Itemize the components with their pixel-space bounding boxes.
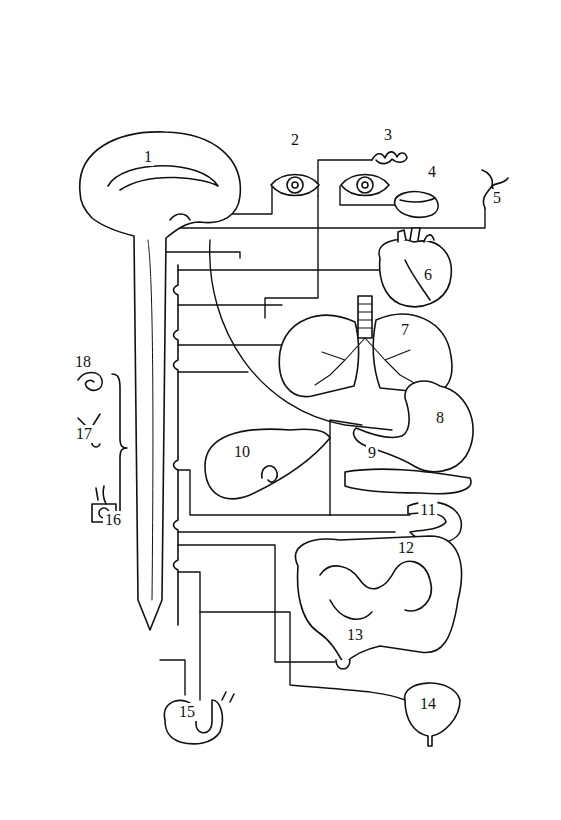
callout-number: 6	[422, 266, 434, 284]
callout-number: 7	[399, 321, 411, 339]
callout-number: 12	[396, 539, 416, 557]
callout-number: 13	[345, 626, 365, 644]
stomach	[354, 381, 474, 472]
callout-number: 2	[289, 131, 301, 149]
brain-and-cord	[80, 132, 241, 630]
callout-number: 17	[74, 425, 94, 443]
salivary-gland	[395, 192, 439, 218]
callout-number: 4	[426, 163, 438, 181]
tube-ends	[222, 692, 234, 702]
callout-number: 16	[103, 511, 123, 529]
hair-muscle	[78, 373, 102, 391]
blood-vessel	[482, 170, 508, 208]
callout-number: 9	[366, 444, 378, 462]
heart	[379, 228, 451, 307]
pancreas	[345, 469, 471, 494]
callout-number: 3	[382, 126, 394, 144]
callout-number: 18	[73, 353, 93, 371]
nerve-lines	[160, 160, 485, 700]
callout-number: 8	[434, 409, 446, 427]
bronchi	[315, 304, 418, 385]
gall-bladder	[262, 466, 277, 482]
genital-organ	[164, 700, 222, 744]
callout-number: 5	[491, 189, 503, 207]
callout-number: 11	[418, 501, 437, 519]
callout-number: 1	[142, 148, 154, 166]
callout-number: 15	[177, 703, 197, 721]
callout-number: 14	[418, 695, 438, 713]
liver	[205, 429, 330, 499]
ganglion-chain	[174, 265, 179, 625]
brain-inner	[108, 166, 218, 190]
callout-number: 10	[232, 443, 252, 461]
intestines	[296, 536, 462, 669]
pituitary	[170, 214, 190, 220]
lacrimal-gland	[372, 152, 407, 164]
bracket	[112, 374, 127, 527]
skin-vessel	[96, 486, 106, 504]
bladder	[405, 683, 460, 746]
cord-line	[148, 240, 153, 600]
eyes	[271, 175, 389, 196]
gland-duct	[400, 198, 435, 202]
